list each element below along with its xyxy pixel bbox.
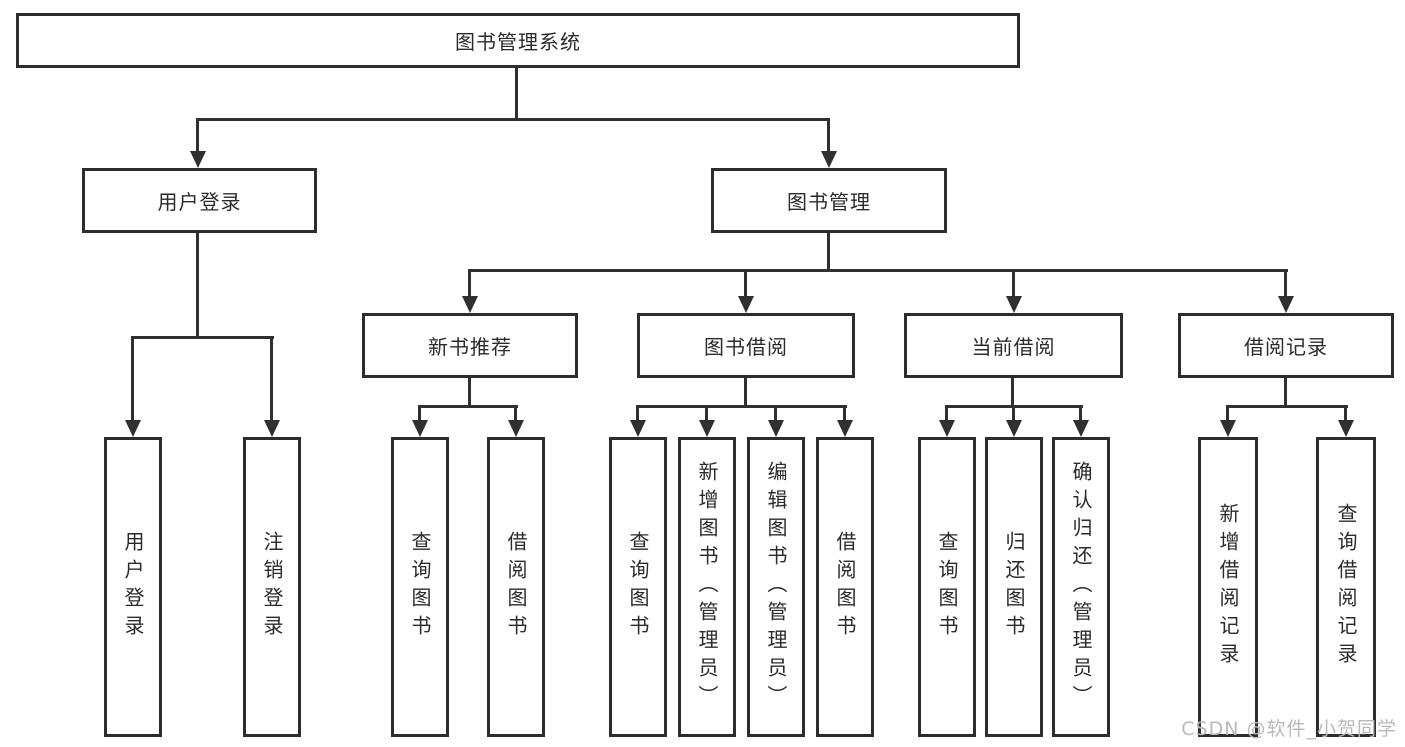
node-current-borrow: 当前借阅 <box>904 313 1123 378</box>
arrowhead-bb-add-icon <box>699 420 715 437</box>
node-user-login: 用户登录 <box>82 168 317 233</box>
connector-drop-bb-borrow <box>843 405 846 422</box>
connector-book-mgmt-down <box>827 233 830 272</box>
arrowhead-book-borrow-icon <box>738 296 754 313</box>
connector-current-borrow-down <box>1011 378 1014 408</box>
csdn-watermark: CSDN @软件_小贺同学 <box>1181 718 1397 740</box>
leaf-nb-borrow-books-label: 借阅图书 <box>504 531 528 643</box>
arrowhead-br-query-icon <box>1338 420 1354 437</box>
connector-drop-book-borrow <box>744 269 747 297</box>
connector-drop-current-borrow <box>1012 269 1015 297</box>
leaf-user-login: 用户登录 <box>104 437 162 737</box>
connector-root-branch <box>196 118 830 121</box>
leaf-bb-edit-books-admin: 编辑图书（管理员） <box>747 437 805 737</box>
arrowhead-cb-query-icon <box>939 420 955 437</box>
connector-drop-bb-edit <box>774 405 777 422</box>
leaf-logout-label: 注销登录 <box>260 531 284 643</box>
node-book-borrow: 图书借阅 <box>637 313 855 378</box>
node-library-system-label: 图书管理系统 <box>455 30 581 54</box>
connector-book-borrow-branch <box>636 405 847 408</box>
leaf-br-add-record-label: 新增借阅记录 <box>1216 503 1240 671</box>
leaf-cb-return-books: 归还图书 <box>985 437 1043 737</box>
leaf-bb-edit-books-admin-label: 编辑图书（管理员） <box>764 461 788 713</box>
arrowhead-user-login-icon <box>190 151 206 168</box>
leaf-cb-confirm-return-admin: 确认归还（管理员） <box>1052 437 1110 737</box>
leaf-br-add-record: 新增借阅记录 <box>1198 437 1258 737</box>
leaf-bb-add-books-admin: 新增图书（管理员） <box>678 437 736 737</box>
connector-drop-new-books <box>468 269 471 297</box>
arrowhead-bb-query-icon <box>630 420 646 437</box>
connector-drop-cb-confirm <box>1079 405 1082 422</box>
node-new-books: 新书推荐 <box>362 313 578 378</box>
arrowhead-book-mgmt-icon <box>821 151 837 168</box>
connector-drop-bb-query <box>636 405 639 422</box>
connector-drop-cb-return <box>1012 405 1015 422</box>
connector-drop-bb-add <box>705 405 708 422</box>
arrowhead-bb-edit-icon <box>768 420 784 437</box>
arrowhead-cb-confirm-icon <box>1073 420 1089 437</box>
leaf-cb-query-books-label: 查询图书 <box>935 531 959 643</box>
arrowhead-new-books-icon <box>462 296 478 313</box>
connector-book-borrow-down <box>744 378 747 408</box>
node-book-mgmt-label: 图书管理 <box>787 190 871 214</box>
connector-drop-leaf-login <box>131 336 134 421</box>
node-library-system: 图书管理系统 <box>16 13 1020 68</box>
connector-drop-nb-query <box>418 405 421 422</box>
node-borrow-records-label: 借阅记录 <box>1244 335 1328 359</box>
connector-user-login-branch <box>131 336 274 339</box>
connector-new-books-down <box>468 378 471 408</box>
leaf-cb-confirm-return-admin-label: 确认归还（管理员） <box>1069 461 1093 713</box>
connector-book-mgmt-branch <box>468 269 1288 272</box>
node-book-borrow-label: 图书借阅 <box>704 335 788 359</box>
leaf-user-login-label: 用户登录 <box>121 531 145 643</box>
connector-root-down <box>515 68 518 118</box>
arrowhead-current-borrow-icon <box>1006 296 1022 313</box>
connector-new-books-branch <box>418 405 518 408</box>
connector-drop-br-query <box>1344 405 1347 422</box>
node-book-mgmt: 图书管理 <box>711 168 947 233</box>
arrowhead-br-add-icon <box>1220 420 1236 437</box>
connector-drop-nb-borrow <box>514 405 517 422</box>
leaf-cb-query-books: 查询图书 <box>918 437 976 737</box>
node-new-books-label: 新书推荐 <box>428 335 512 359</box>
arrowhead-bb-borrow-icon <box>837 420 853 437</box>
connector-borrow-records-branch <box>1226 405 1348 408</box>
connector-drop-cb-query <box>945 405 948 422</box>
leaf-bb-query-books-label: 查询图书 <box>626 531 650 643</box>
leaf-br-query-record-label: 查询借阅记录 <box>1334 503 1358 671</box>
leaf-nb-query-books-label: 查询图书 <box>408 531 432 643</box>
leaf-bb-borrow-books-label: 借阅图书 <box>833 531 857 643</box>
leaf-bb-query-books: 查询图书 <box>609 437 667 737</box>
arrowhead-borrow-records-icon <box>1278 296 1294 313</box>
connector-drop-borrow-records <box>1284 269 1287 297</box>
node-user-login-label: 用户登录 <box>157 190 242 214</box>
node-borrow-records: 借阅记录 <box>1178 313 1394 378</box>
connector-drop-leaf-logout <box>270 336 273 421</box>
arrowhead-nb-query-icon <box>412 420 428 437</box>
leaf-bb-add-books-admin-label: 新增图书（管理员） <box>695 461 719 713</box>
leaf-nb-borrow-books: 借阅图书 <box>487 437 545 737</box>
arrowhead-cb-return-icon <box>1006 420 1022 437</box>
connector-user-login-down <box>196 233 199 339</box>
leaf-nb-query-books: 查询图书 <box>391 437 449 737</box>
arrowhead-leaf-login-icon <box>125 420 141 437</box>
arrowhead-leaf-logout-icon <box>264 420 280 437</box>
leaf-logout: 注销登录 <box>243 437 301 737</box>
connector-drop-user-login <box>196 118 199 152</box>
leaf-cb-return-books-label: 归还图书 <box>1002 531 1026 643</box>
leaf-bb-borrow-books: 借阅图书 <box>816 437 874 737</box>
connector-drop-book-mgmt <box>827 118 830 152</box>
arrowhead-nb-borrow-icon <box>508 420 524 437</box>
node-current-borrow-label: 当前借阅 <box>971 335 1056 359</box>
leaf-br-query-record: 查询借阅记录 <box>1316 437 1376 737</box>
connector-borrow-records-down <box>1284 378 1287 408</box>
connector-drop-br-add <box>1226 405 1229 422</box>
